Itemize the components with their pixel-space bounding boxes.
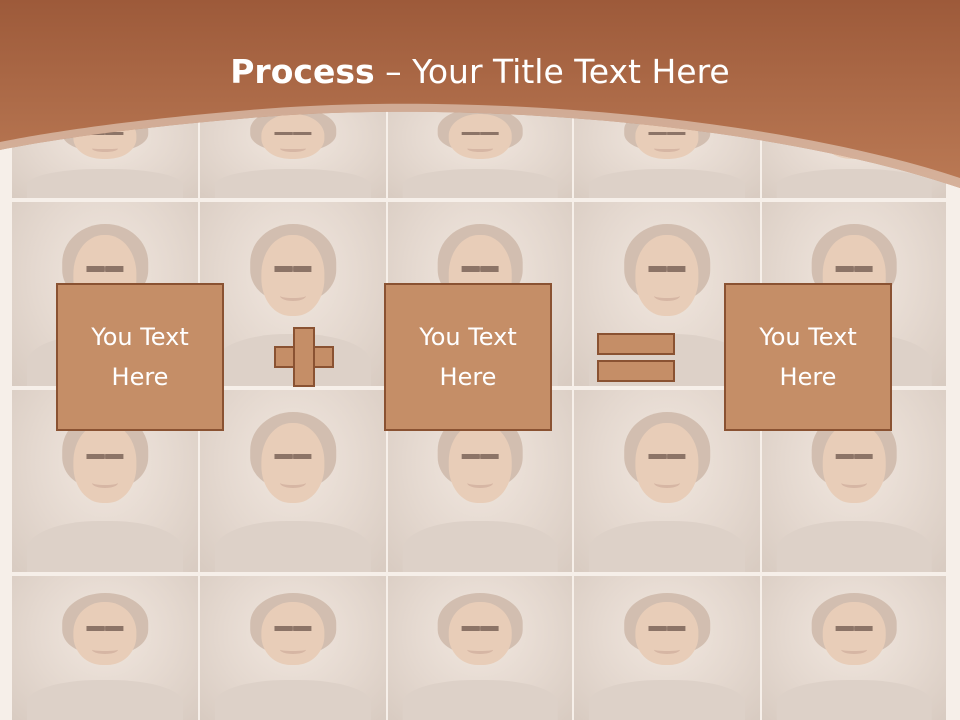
portrait-photo — [200, 576, 386, 720]
text-box-1: You Text Here — [56, 283, 224, 431]
portrait-photo — [762, 576, 946, 720]
text-box-label: You Text Here — [91, 323, 189, 391]
slide-title: Process – Your Title Text Here — [0, 52, 960, 91]
header-banner: Process – Your Title Text Here — [0, 0, 960, 200]
portrait-photo — [388, 576, 572, 720]
text-box-label: You Text Here — [759, 323, 857, 391]
portrait-photo — [200, 390, 386, 572]
title-rest-part: – Your Title Text Here — [374, 52, 730, 91]
header-wave — [0, 0, 960, 188]
text-box-label: You Text Here — [419, 323, 517, 391]
portrait-photo — [574, 576, 760, 720]
text-box-3: You Text Here — [724, 283, 892, 431]
text-box-2: You Text Here — [384, 283, 552, 431]
portrait-photo — [12, 390, 198, 572]
portrait-photo — [12, 576, 198, 720]
title-bold-part: Process — [230, 52, 375, 91]
